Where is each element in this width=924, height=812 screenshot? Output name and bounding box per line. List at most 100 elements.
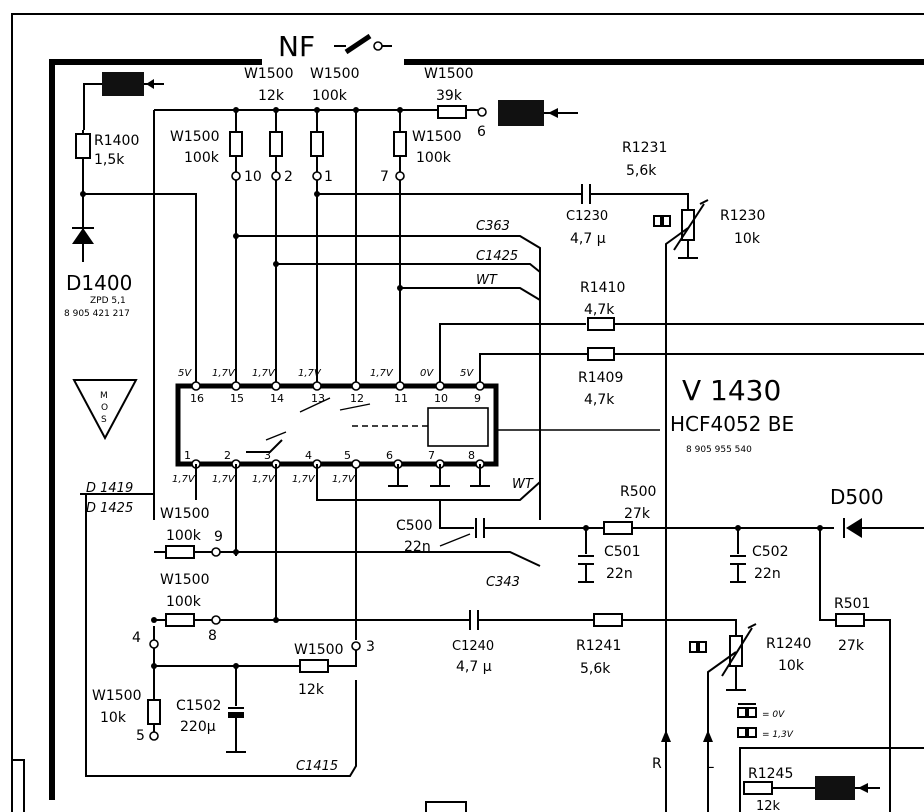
ic-voltage-top: 1,7V xyxy=(212,368,236,379)
ic-name: V 1430 xyxy=(682,374,781,407)
svg-text:C1240: C1240 xyxy=(452,639,494,654)
ic-voltage-top: 1,7V xyxy=(370,368,394,379)
ic-pin-11 xyxy=(395,381,405,391)
ic-voltage-bottom: 1,7V xyxy=(212,474,236,485)
ic-pin-12 xyxy=(351,381,361,391)
svg-text:10k: 10k xyxy=(734,231,761,247)
ic-pin-label: 8 xyxy=(468,449,475,462)
svg-text:8 905 421 217: 8 905 421 217 xyxy=(64,309,130,319)
net-wt-top xyxy=(400,287,541,301)
svg-text:R1410: R1410 xyxy=(580,280,625,296)
svg-text:6: 6 xyxy=(477,124,486,140)
svg-text:W1500: W1500 xyxy=(412,129,461,145)
nf-label: NF xyxy=(278,30,315,63)
ic-voltage-bottom: 1,7V xyxy=(332,474,356,485)
svg-text:3: 3 xyxy=(366,639,375,655)
svg-text:M: M xyxy=(100,391,108,401)
ic-pin-10 xyxy=(435,381,445,391)
svg-text:12k: 12k xyxy=(298,682,325,698)
ic-pin-label: 16 xyxy=(190,392,204,405)
svg-text:100k: 100k xyxy=(416,150,452,166)
svg-text:27k: 27k xyxy=(624,506,651,522)
ic-pin-label: 6 xyxy=(386,449,393,462)
svg-text:= 1,3V: = 1,3V xyxy=(762,730,794,740)
svg-text:W1500: W1500 xyxy=(294,642,343,658)
svg-text:7: 7 xyxy=(380,169,389,185)
svg-text:D 1425: D 1425 xyxy=(86,501,133,516)
svg-text:R1231: R1231 xyxy=(622,140,667,156)
ic-pin-label: 10 xyxy=(434,392,448,405)
svg-text:100k: 100k xyxy=(166,594,202,610)
ic-pin-5 xyxy=(351,459,361,469)
svg-text:R1240: R1240 xyxy=(766,636,811,652)
connector-top-left xyxy=(83,72,164,130)
svg-text:D500: D500 xyxy=(830,485,884,509)
svg-text:100k: 100k xyxy=(184,150,220,166)
ic-voltage-top: 1,7V xyxy=(298,368,322,379)
svg-text:R: R xyxy=(652,756,662,772)
ic-part: HCF4052 BE xyxy=(670,412,794,436)
ic-pin-label: 9 xyxy=(474,392,481,405)
svg-text:S: S xyxy=(101,415,107,425)
svg-text:R1230: R1230 xyxy=(720,208,765,224)
svg-text:W1500: W1500 xyxy=(160,506,209,522)
svg-text:4,7 µ: 4,7 µ xyxy=(570,231,606,247)
wire-d1400-pin16 xyxy=(83,193,197,386)
svg-text:C1230: C1230 xyxy=(566,209,608,224)
svg-text:D1400: D1400 xyxy=(66,271,132,295)
ic-pin-label: 4 xyxy=(305,449,312,462)
svg-text:R1400: R1400 xyxy=(94,133,139,149)
svg-text:4,7k: 4,7k xyxy=(584,392,615,408)
svg-text:4,7 µ: 4,7 µ xyxy=(456,659,492,675)
svg-text:100k: 100k xyxy=(166,528,202,544)
svg-text:10: 10 xyxy=(244,169,262,185)
svg-text:4,7k: 4,7k xyxy=(584,302,615,318)
ic-pin-16 xyxy=(191,381,201,391)
svg-text:W1500: W1500 xyxy=(424,66,473,82)
svg-text:9: 9 xyxy=(214,529,223,545)
ic-pin-13 xyxy=(312,381,322,391)
svg-text:C1502: C1502 xyxy=(176,698,221,714)
svg-text:R1241: R1241 xyxy=(576,638,621,654)
svg-text:WT: WT xyxy=(512,477,534,492)
net-c1425 xyxy=(276,263,541,273)
svg-text:C1425: C1425 xyxy=(476,249,518,264)
d1400-zener: D1400 ZPD 5,1 8 905 421 217 xyxy=(64,227,132,319)
connector-top-mid xyxy=(498,100,578,126)
svg-text:C501: C501 xyxy=(604,544,641,560)
svg-text:8: 8 xyxy=(208,628,217,644)
svg-text:4: 4 xyxy=(132,630,141,646)
net-c363 xyxy=(236,235,541,520)
svg-text:220µ: 220µ xyxy=(180,719,216,735)
r1240-potentiometer xyxy=(689,623,757,812)
w1500-pad-column: 10 2 1 7 xyxy=(229,110,407,185)
connector-bottom-right xyxy=(815,776,880,800)
r1400: R1400 1,5k xyxy=(75,130,139,232)
svg-text:39k: 39k xyxy=(436,88,463,104)
ic-voltage-bottom: 1,7V xyxy=(172,474,196,485)
svg-text:R1409: R1409 xyxy=(578,370,623,386)
ic-pin-label: 13 xyxy=(311,392,325,405)
svg-text:100k: 100k xyxy=(312,88,348,104)
svg-text:5,6k: 5,6k xyxy=(626,163,657,179)
svg-text:W1500: W1500 xyxy=(244,66,293,82)
svg-text:5: 5 xyxy=(136,728,145,744)
svg-text:WT: WT xyxy=(476,273,498,288)
svg-text:22n: 22n xyxy=(606,566,633,582)
ic-pin-label: 14 xyxy=(270,392,284,405)
ic-voltage-top: 5V xyxy=(460,368,474,379)
svg-text:W1500: W1500 xyxy=(310,66,359,82)
svg-text:D 1419: D 1419 xyxy=(86,481,133,496)
svg-text:R501: R501 xyxy=(834,596,870,612)
svg-text:= 0V: = 0V xyxy=(762,710,785,720)
svg-text:2: 2 xyxy=(284,169,293,185)
svg-text:ZPD 5,1: ZPD 5,1 xyxy=(90,296,126,306)
mos-warning-icon: M O S xyxy=(72,379,138,441)
ic-pin-label: 1 xyxy=(184,449,191,462)
w1500-39k-resistor xyxy=(437,105,467,119)
svg-text:10k: 10k xyxy=(778,658,805,674)
